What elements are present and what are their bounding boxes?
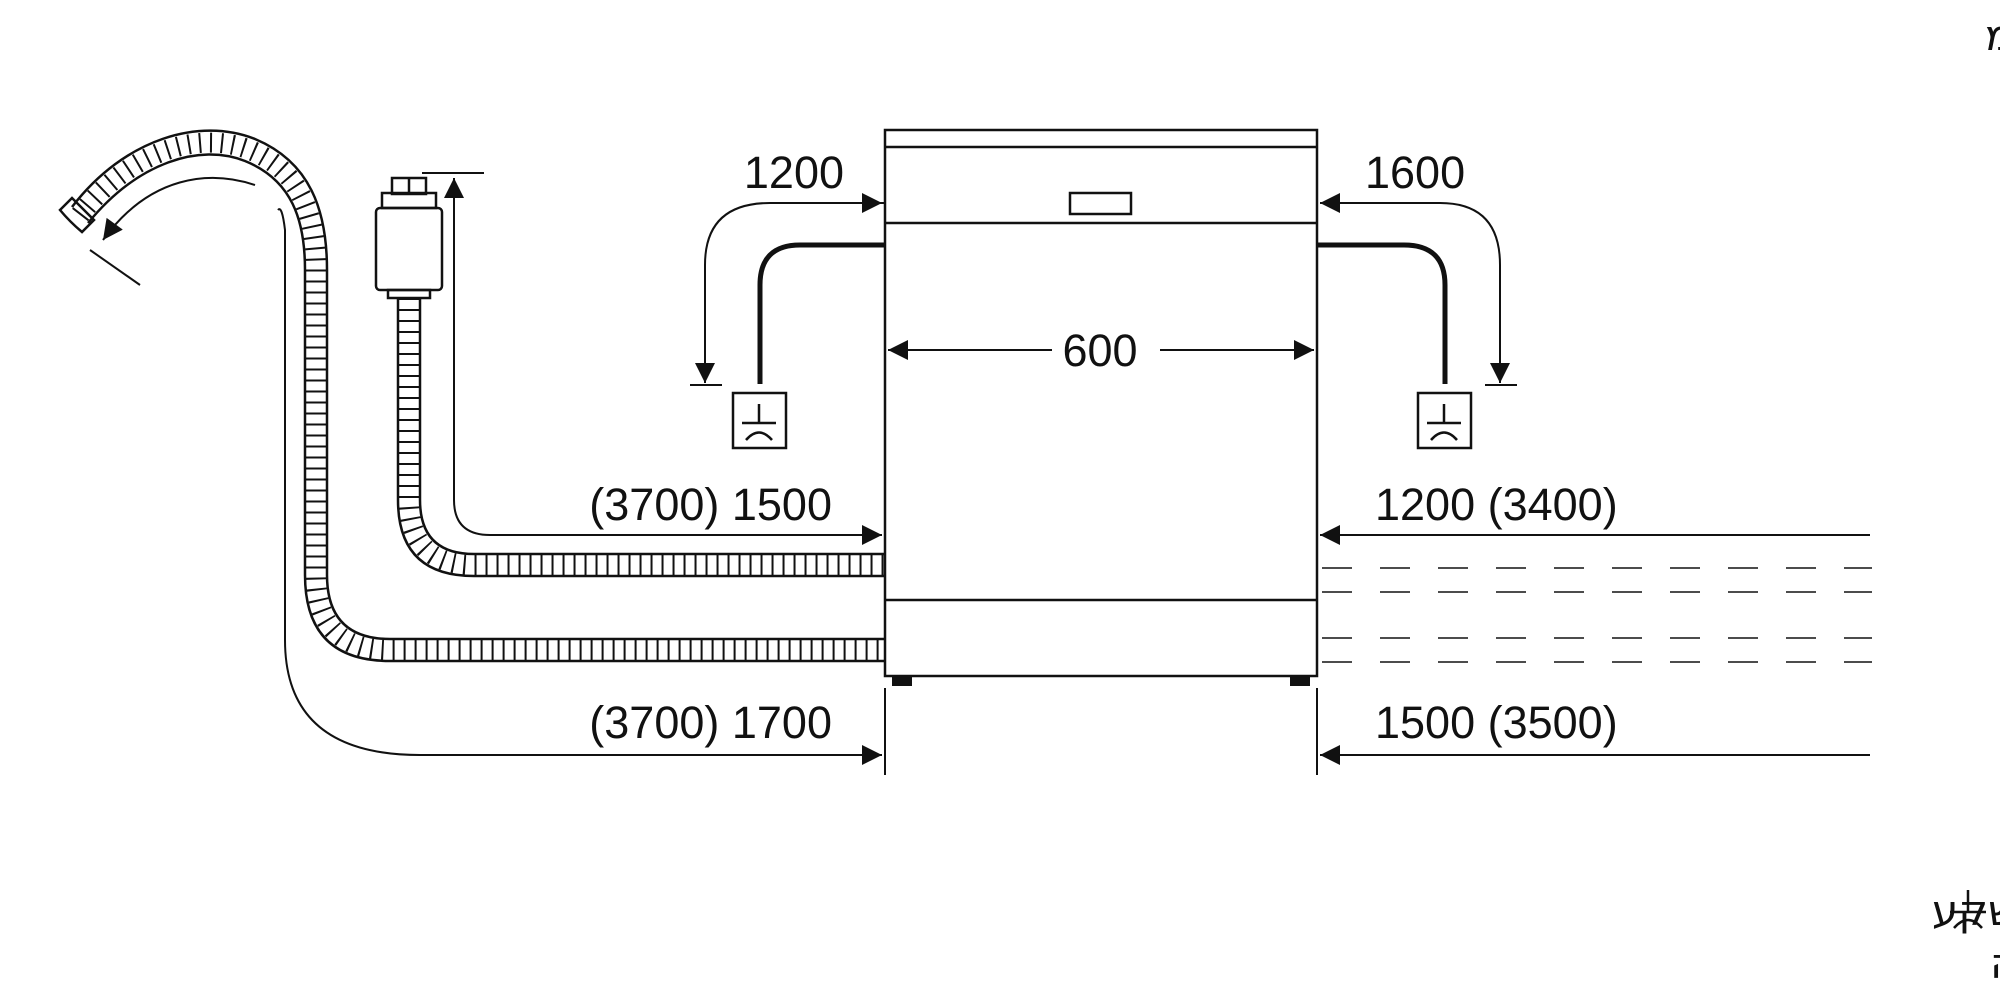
right-foot <box>1290 676 1310 686</box>
right-lower-dimension: 1500 (3500) <box>1316 688 1870 775</box>
legend: שקע ( ) ברזים עם ערכת הארכה <box>1932 886 2000 988</box>
supply-hose: (3700) 1500 <box>374 172 884 578</box>
right-lower-value: 1500 (3500) <box>1375 697 1618 748</box>
door-handle <box>1068 191 1133 216</box>
left-lower-value: (3700) 1700 <box>589 697 832 748</box>
right-supply-lines <box>1322 567 1872 663</box>
drain-hose: (3700) 1700 <box>58 129 886 775</box>
legend-valve: ( ) ברזים עם ערכת הארכה <box>1990 939 2000 988</box>
legend-sink: שקע <box>1932 886 2000 935</box>
width-dimension: 600 <box>888 325 1314 376</box>
drain-socket-icon <box>1950 890 1986 929</box>
left-drain-value: 1200 <box>744 147 844 198</box>
left-foot <box>892 676 912 686</box>
left-drain: 1200 <box>690 147 884 450</box>
drain-socket-icon <box>1416 391 1473 450</box>
right-drain: 1600 <box>1318 147 1517 450</box>
units-title: מידות במ"מ <box>1985 11 2000 60</box>
width-value: 600 <box>1062 325 1137 376</box>
right-drain-value: 1600 <box>1365 147 1465 198</box>
left-upper-value: (3700) 1500 <box>589 479 832 530</box>
dishwasher-front <box>883 128 1319 686</box>
drain-socket-icon <box>731 391 788 450</box>
right-upper-dimension: 1200 (3400) <box>1320 479 1870 545</box>
right-upper-value: 1200 (3400) <box>1375 479 1618 530</box>
